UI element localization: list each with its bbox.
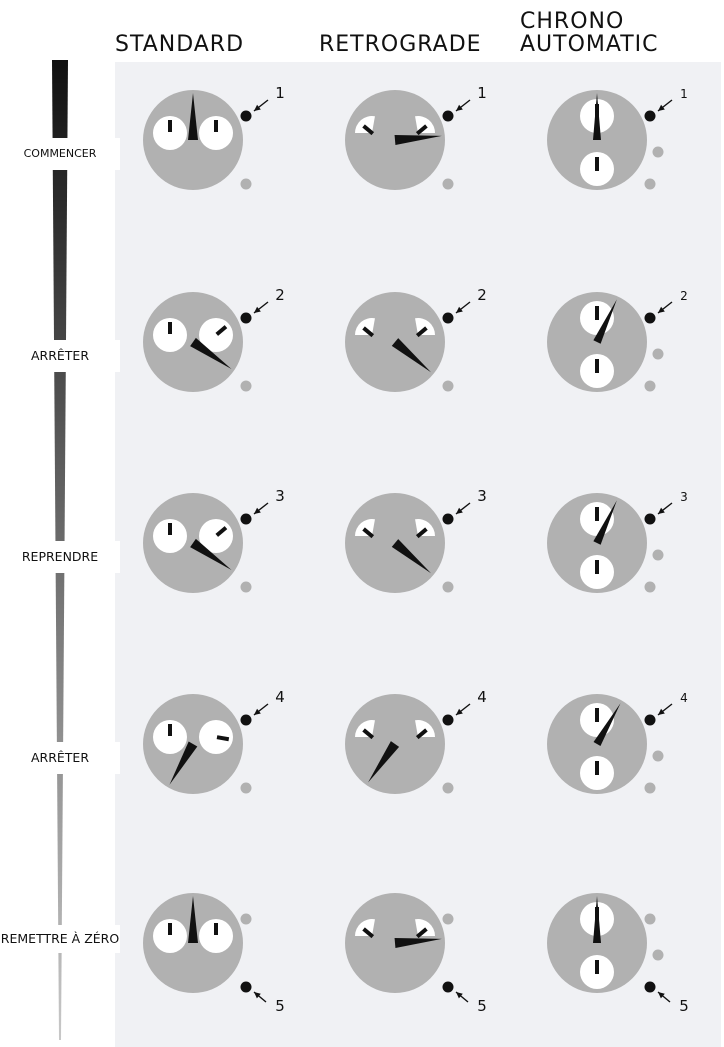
pusher-bottom <box>241 179 252 190</box>
action-label-reset: REMETTRE À ZÉRO <box>0 925 120 953</box>
watch-standard-step-4: 4 <box>143 688 285 794</box>
pusher-top <box>241 514 252 525</box>
action-label-stop-again: ARRÊTER <box>0 742 120 774</box>
step-number: 4 <box>275 688 285 706</box>
watch-retrograde-step-4: 4 <box>345 688 487 794</box>
watch-chrono-step-3: 3 <box>547 490 688 593</box>
crown <box>653 147 664 158</box>
step-number: 3 <box>275 487 285 505</box>
column-header-retrograde: RETROGRADE <box>319 33 482 56</box>
watch-retrograde-step-3: 3 <box>345 487 487 593</box>
action-label-resume: REPRENDRE <box>0 541 120 573</box>
watch-chrono-step-5: 5 <box>547 893 689 1015</box>
pusher-top <box>443 514 454 525</box>
action-label-stop: ARRÊTER <box>0 340 120 372</box>
pusher-bottom <box>241 783 252 794</box>
pusher-top <box>645 111 656 122</box>
pusher-bottom <box>645 582 656 593</box>
pusher-top <box>443 715 454 726</box>
step-number: 5 <box>477 997 487 1015</box>
step-number: 1 <box>275 84 285 102</box>
column-header-chrono: CHRONO AUTOMATIC <box>520 10 700 56</box>
pusher-bottom <box>443 381 454 392</box>
step-number: 3 <box>680 490 688 504</box>
step-number: 2 <box>680 289 688 303</box>
crown <box>653 950 664 961</box>
step-number: 1 <box>477 84 487 102</box>
pusher-bottom <box>443 582 454 593</box>
watch-chrono-step-4: 4 <box>547 691 688 794</box>
pusher-bottom <box>645 179 656 190</box>
pusher-bottom <box>443 982 454 993</box>
subdial-right-hand <box>217 737 229 739</box>
pusher-bottom <box>241 982 252 993</box>
pusher-top <box>443 313 454 324</box>
pusher-bottom <box>443 783 454 794</box>
watch-chrono-step-1: 1 <box>547 87 688 190</box>
step-number: 1 <box>680 87 688 101</box>
pusher-top <box>645 313 656 324</box>
watch-retrograde-step-5: 5 <box>345 893 487 1015</box>
subdial-right <box>199 720 233 754</box>
pusher-bottom <box>241 381 252 392</box>
watch-standard-step-3: 3 <box>143 487 285 593</box>
pusher-top <box>645 514 656 525</box>
step-number: 2 <box>275 286 285 304</box>
watch-standard-step-5: 5 <box>143 893 285 1015</box>
pusher-bottom <box>645 381 656 392</box>
crown <box>653 751 664 762</box>
action-label-start: COMMENCER <box>0 138 120 170</box>
watch-retrograde-step-2: 2 <box>345 286 487 392</box>
step-number: 5 <box>275 997 285 1015</box>
step-number: 4 <box>680 691 688 705</box>
pusher-bottom <box>241 582 252 593</box>
pusher-bottom <box>443 179 454 190</box>
pusher-top <box>645 715 656 726</box>
crown <box>653 550 664 561</box>
pusher-top <box>241 914 252 925</box>
step-number: 5 <box>679 997 689 1015</box>
pusher-top <box>241 111 252 122</box>
pusher-top <box>241 715 252 726</box>
step-number: 4 <box>477 688 487 706</box>
step-number: 2 <box>477 286 487 304</box>
watch-chrono-step-2: 2 <box>547 289 688 392</box>
pusher-top <box>443 914 454 925</box>
pusher-bottom <box>645 982 656 993</box>
watch-retrograde-step-1: 1 <box>345 84 487 190</box>
pusher-top <box>241 313 252 324</box>
pusher-bottom <box>645 783 656 794</box>
watch-standard-step-2: 2 <box>143 286 285 392</box>
step-number: 3 <box>477 487 487 505</box>
pusher-top <box>443 111 454 122</box>
watch-standard-step-1: 1 <box>143 84 285 190</box>
column-header-standard: STANDARD <box>115 33 244 56</box>
pusher-top <box>645 914 656 925</box>
crown <box>653 349 664 360</box>
